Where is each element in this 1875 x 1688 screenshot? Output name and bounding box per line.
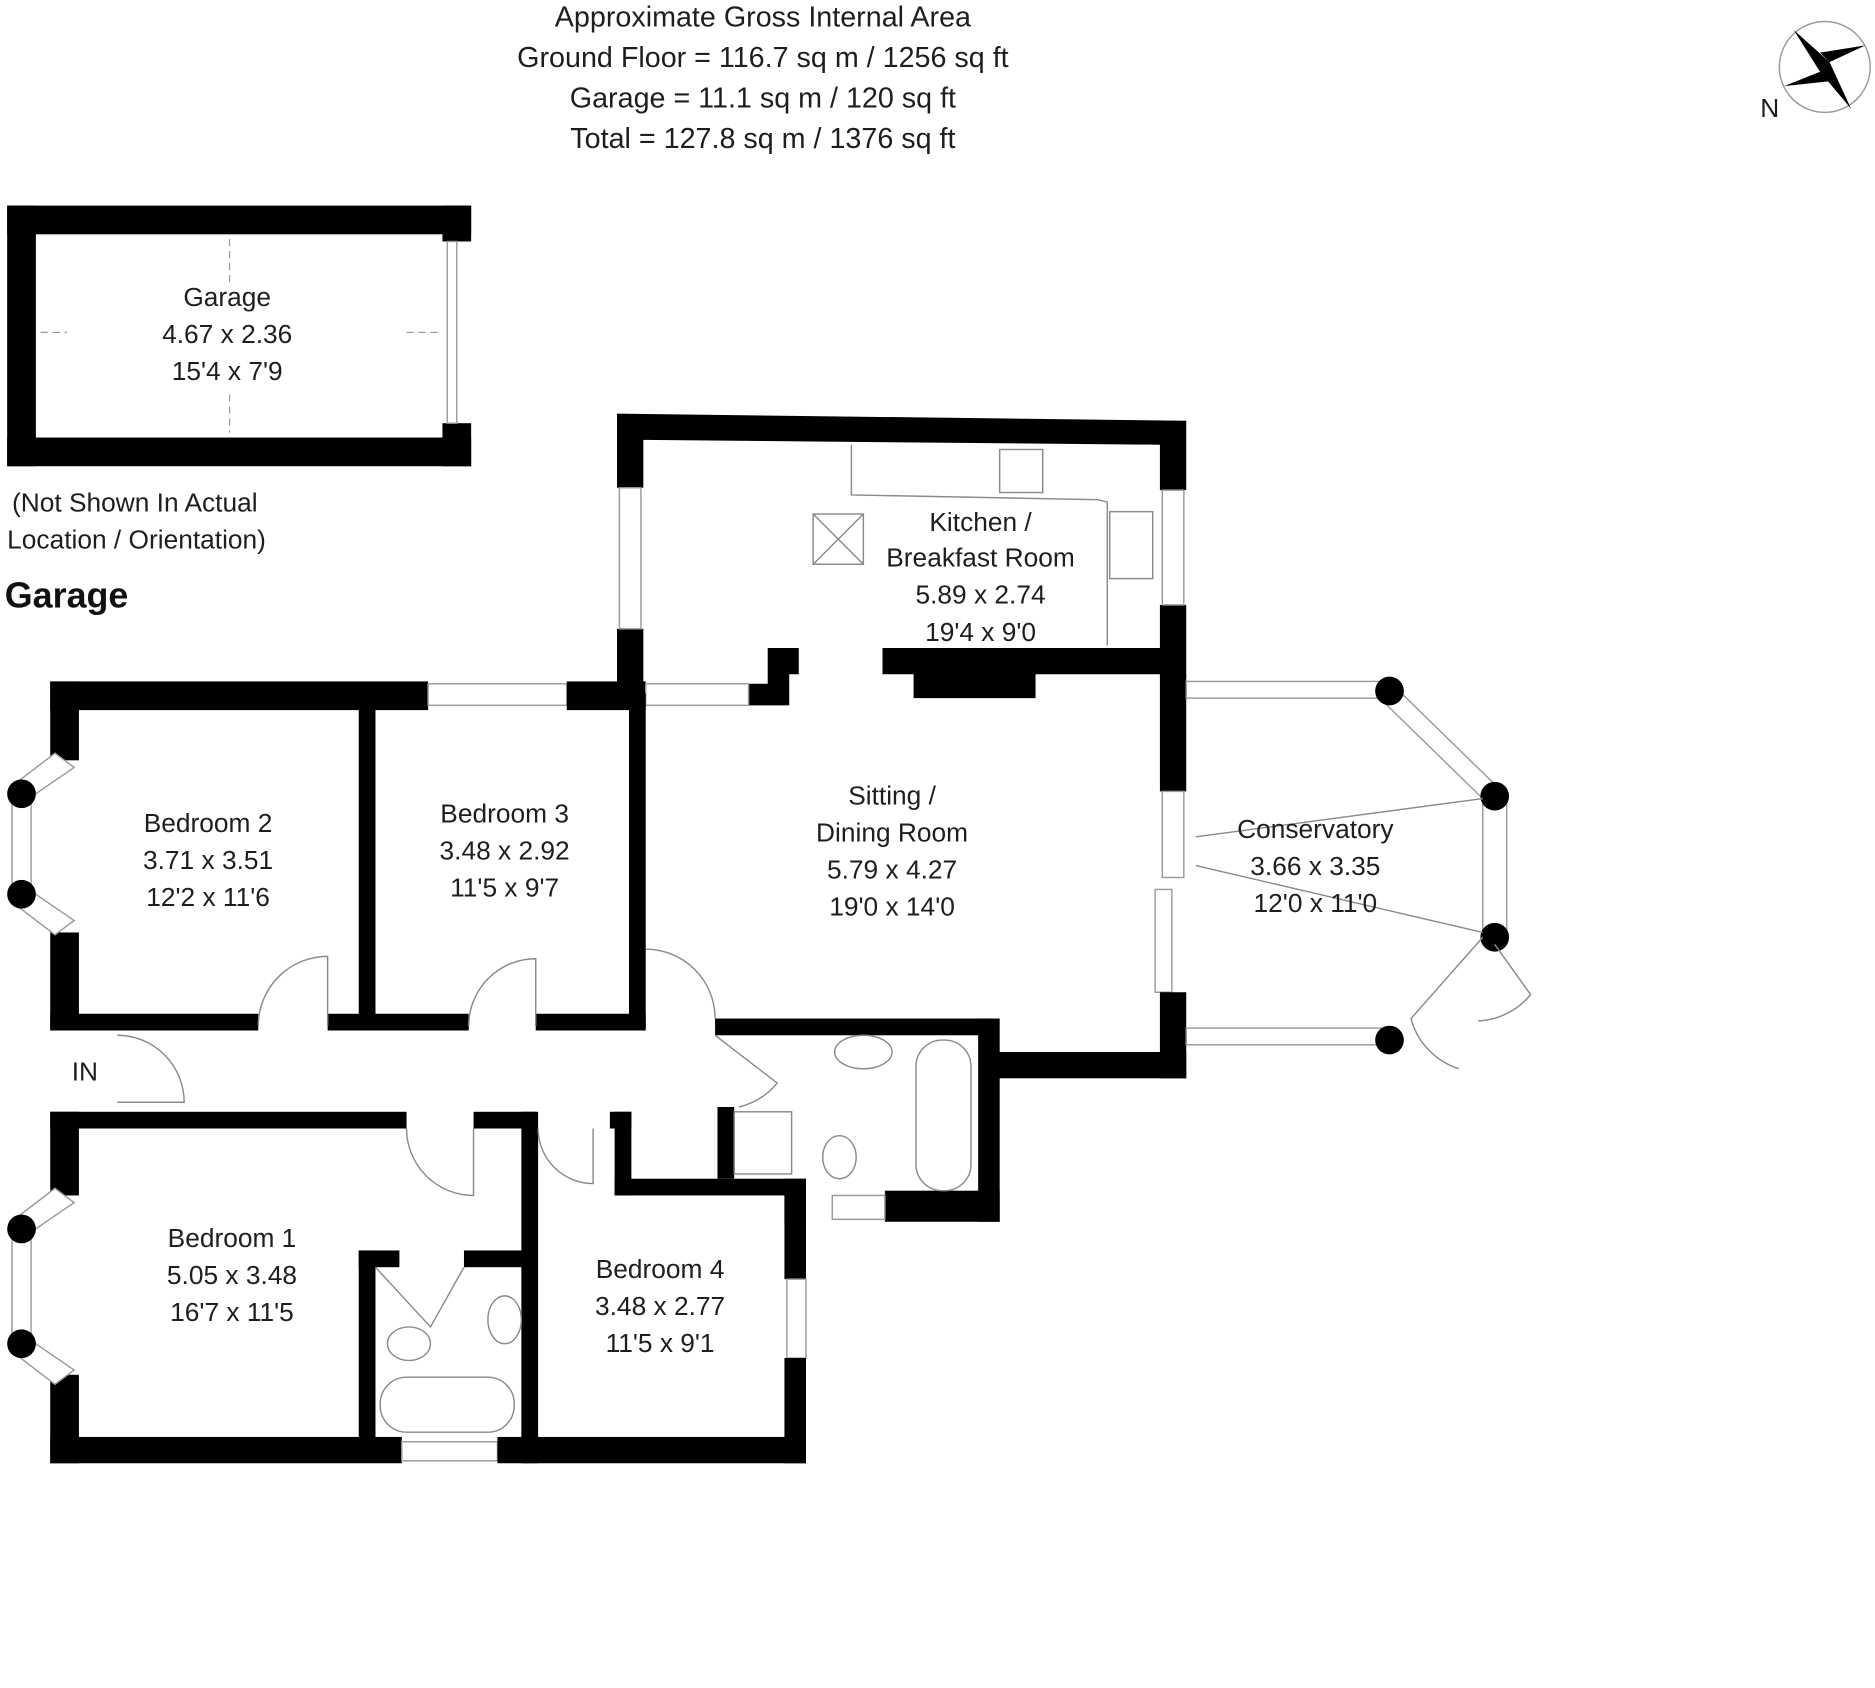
kitchen-name-line1: Kitchen / xyxy=(929,507,1032,537)
room-bedroom-4: Bedroom 4 3.48 x 2.77 11'5 x 9'1 xyxy=(595,1254,725,1358)
entrance-label: IN xyxy=(72,1057,98,1087)
area-title: Approximate Gross Internal Area xyxy=(555,1,971,33)
compass-north-label: N xyxy=(1760,93,1779,123)
kitchen-metric: 5.89 x 2.74 xyxy=(915,580,1045,610)
garage-plan: Garage 4.67 x 2.36 15'4 x 7'9 (Not Shown… xyxy=(5,205,472,615)
sitting-name-line1: Sitting / xyxy=(848,781,936,811)
bedroom1-name: Bedroom 1 xyxy=(168,1223,297,1253)
room-kitchen: Kitchen / Breakfast Room 5.89 x 2.74 19'… xyxy=(886,507,1075,647)
room-bedroom-1: Bedroom 1 5.05 x 3.48 16'7 x 11'5 xyxy=(167,1223,297,1327)
bedroom4-name: Bedroom 4 xyxy=(596,1254,725,1284)
kitchen-imperial: 19'4 x 9'0 xyxy=(925,617,1036,647)
bedroom2-imperial: 12'2 x 11'6 xyxy=(146,882,270,912)
garage-note-line2: Location / Orientation) xyxy=(7,525,266,555)
room-sitting-dining: Sitting / Dining Room 5.79 x 4.27 19'0 x… xyxy=(816,781,968,922)
garage-room-name: Garage xyxy=(183,282,271,312)
bedroom2-metric: 3.71 x 3.51 xyxy=(143,845,273,875)
bedroom1-imperial: 16'7 x 11'5 xyxy=(170,1297,294,1327)
fixtures xyxy=(117,444,1532,1433)
bedroom2-name: Bedroom 2 xyxy=(144,808,273,838)
area-garage: Garage = 11.1 sq m / 120 sq ft xyxy=(570,83,956,115)
area-total: Total = 127.8 sq m / 1376 sq ft xyxy=(570,123,955,155)
room-bedroom-3: Bedroom 3 3.48 x 2.92 11'5 x 9'7 xyxy=(440,798,570,902)
bedroom3-metric: 3.48 x 2.92 xyxy=(440,836,570,866)
conservatory-metric: 3.66 x 3.35 xyxy=(1250,851,1380,881)
conservatory-imperial: 12'0 x 11'0 xyxy=(1254,888,1378,918)
room-bedroom-2: Bedroom 2 3.71 x 3.51 12'2 x 11'6 xyxy=(143,808,273,912)
room-conservatory: Conservatory 3.66 x 3.35 12'0 x 11'0 xyxy=(1237,814,1394,918)
kitchen-name-line2: Breakfast Room xyxy=(886,543,1075,573)
house-walls xyxy=(7,413,1510,1464)
garage-section-title: Garage xyxy=(5,575,129,615)
conservatory-name: Conservatory xyxy=(1237,814,1394,844)
sitting-imperial: 19'0 x 14'0 xyxy=(829,892,955,922)
bedroom4-metric: 3.48 x 2.77 xyxy=(595,1291,725,1321)
sitting-name-line2: Dining Room xyxy=(816,818,968,848)
garage-room-imperial: 15'4 x 7'9 xyxy=(172,356,283,386)
compass-rose-icon: N xyxy=(1760,20,1871,123)
bedroom3-name: Bedroom 3 xyxy=(440,798,569,828)
sitting-metric: 5.79 x 4.27 xyxy=(827,855,957,885)
bedroom3-imperial: 11'5 x 9'7 xyxy=(450,873,559,903)
bedroom1-metric: 5.05 x 3.48 xyxy=(167,1260,297,1290)
garage-note-line1: (Not Shown In Actual xyxy=(12,488,258,518)
area-summary: Approximate Gross Internal Area Ground F… xyxy=(517,1,1009,155)
bedroom4-imperial: 11'5 x 9'1 xyxy=(606,1328,715,1358)
garage-room-metric: 4.67 x 2.36 xyxy=(162,319,292,349)
area-ground-floor: Ground Floor = 116.7 sq m / 1256 sq ft xyxy=(517,42,1009,74)
